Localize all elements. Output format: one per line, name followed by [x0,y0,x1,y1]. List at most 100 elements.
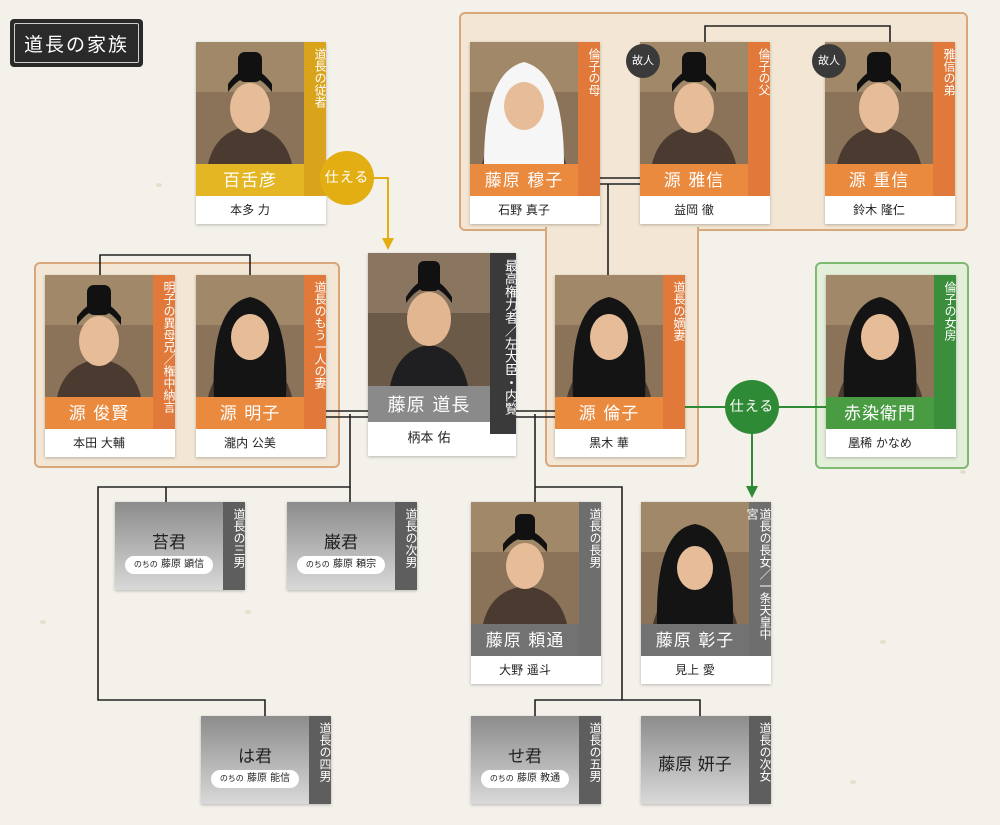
masanobu-role: 倫子の父 [748,42,771,196]
paper-fleck [880,640,886,644]
masanobu-nameband: 源 雅信 [640,164,748,196]
rinshi-actor: 黒木 華 [555,429,663,457]
paper-fleck [960,470,966,474]
shoshi-role: 道長の長女／一条天皇中宮 [745,502,772,656]
card-akazome[interactable]: 倫子の女房赤染衛門凰稀 かなめ [826,275,957,457]
yorimichi-actor: 大野 遥斗 [471,656,579,684]
card-iwagimi[interactable]: 巌君のちの 藤原 頼宗 道長の次男 [287,502,418,590]
akazome-nameband: 赤染衛門 [826,397,934,429]
michinaga-portrait [368,253,490,386]
michinaga-name: 藤原 道長 [387,395,471,416]
paper-fleck [156,183,162,187]
shigenobu-role: 雅信の弟 [933,42,956,196]
kenshi-name: 藤原 妍子 [658,755,732,775]
yorimichi-portrait [471,502,579,624]
rinshi-portrait [555,275,663,397]
card-akiko[interactable]: 道長のもう一人の妻源 明子瀧内 公美 [196,275,327,457]
kenshi-body: 藤原 妍子 [641,716,749,804]
toshikata-portrait [45,275,153,397]
card-rinshi[interactable]: 道長の嫡妻源 倫子黒木 華 [555,275,686,457]
iwagimi-role: 道長の次男 [395,502,418,590]
hagimi-later-name: のちの 藤原 能信 [211,770,299,788]
masanobu-name: 源 雅信 [663,171,725,191]
toshikata-nameband: 源 俊賢 [45,397,153,429]
card-segimi[interactable]: せ君のちの 藤原 教通道長の五男 [471,716,602,804]
deceased-badge-masanobu: 故人 [626,44,660,78]
paper-fleck [245,610,251,614]
card-bokushi[interactable]: 倫子の母藤原 穆子石野 真子 [470,42,601,224]
tomagimi-later-prefix: のちの [133,560,158,569]
card-shoshi[interactable]: 道長の長女／一条天皇中宮藤原 彰子見上 愛 [641,502,772,684]
bokushi-role: 倫子の母 [578,42,601,196]
card-hagimi[interactable]: は君のちの 藤原 能信道長の四男 [201,716,332,804]
michinaga-role: 最高権力者／左大臣・内覧 [490,253,517,434]
yorimichi-name: 藤原 頼通 [485,631,565,651]
segimi-later-name: のちの 藤原 教通 [481,770,569,788]
akiko-nameband: 源 明子 [196,397,304,429]
iwagimi-name: 巌君 [324,533,358,553]
segimi-body: せ君のちの 藤原 教通 [471,716,579,804]
toshikata-role: 明子の異母兄／権中納言 [153,275,176,429]
rinshi-role: 道長の嫡妻 [663,275,686,429]
tomagimi-role: 道長の三男 [223,502,246,590]
akiko-actor: 瀧内 公美 [196,429,304,457]
iwagimi-later-prefix: のちの [305,560,330,569]
bokushi-name: 藤原 穆子 [484,171,564,191]
michinaga-actor: 柄本 佑 [368,422,490,456]
yorimichi-role: 道長の長男 [579,502,602,656]
masanobu-actor: 益岡 徹 [640,196,748,224]
tomagimi-later-value: 藤原 顕信 [161,559,205,570]
akiko-name: 源 明子 [219,404,281,424]
shoshi-actor: 見上 愛 [641,656,749,684]
card-masanobu[interactable]: 倫子の父源 雅信益岡 徹 [640,42,771,224]
akazome-name: 赤染衛門 [844,404,916,424]
akazome-role: 倫子の女房 [934,275,957,429]
segimi-name: せ君 [508,747,542,767]
momozuhiko-role: 道長の従者 [304,42,327,196]
rinshi-name: 源 倫子 [578,404,640,424]
serve-badge-momozuhiko: 仕える [320,151,374,205]
serve-badge-akazome: 仕える [725,380,779,434]
akazome-actor: 凰稀 かなめ [826,429,934,457]
rinshi-nameband: 源 倫子 [555,397,663,429]
toshikata-actor: 本田 大輔 [45,429,153,457]
card-yorimichi[interactable]: 道長の長男藤原 頼通大野 遥斗 [471,502,602,684]
paper-fleck [850,780,856,784]
iwagimi-later-value: 藤原 頼宗 [333,559,377,570]
segimi-later-prefix: のちの [489,774,514,783]
bokushi-portrait [470,42,578,164]
hagimi-body: は君のちの 藤原 能信 [201,716,309,804]
momozuhiko-actor: 本多 力 [196,196,304,224]
shigenobu-nameband: 源 重信 [825,164,933,196]
card-shigenobu[interactable]: 雅信の弟源 重信鈴木 隆仁 [825,42,956,224]
card-toshikata[interactable]: 明子の異母兄／権中納言源 俊賢本田 大輔 [45,275,176,457]
card-tomagimi[interactable]: 苔君のちの 藤原 顕信道長の三男 [115,502,246,590]
hagimi-later-value: 藤原 能信 [247,773,291,784]
akazome-portrait [826,275,934,397]
kenshi-role: 道長の次女 [749,716,772,804]
momozuhiko-nameband: 百舌彦 [196,164,304,196]
card-kenshi[interactable]: 藤原 妍子道長の次女 [641,716,772,804]
shigenobu-actor: 鈴木 隆仁 [825,196,933,224]
momozuhiko-portrait [196,42,304,164]
segimi-role: 道長の五男 [579,716,602,804]
shoshi-portrait [641,502,749,624]
hagimi-name: は君 [238,747,272,767]
shoshi-nameband: 藤原 彰子 [641,624,749,656]
toshikata-name: 源 俊賢 [68,404,130,424]
momozuhiko-name: 百舌彦 [223,171,277,191]
akiko-role: 道長のもう一人の妻 [304,275,327,429]
tomagimi-body: 苔君のちの 藤原 顕信 [115,502,223,590]
akiko-portrait [196,275,304,397]
hagimi-later-prefix: のちの [219,774,244,783]
tomagimi-name: 苔君 [152,533,186,553]
shigenobu-name: 源 重信 [848,171,910,191]
card-michinaga[interactable]: 最高権力者／左大臣・内覧 藤原 道長 柄本 佑 [368,253,517,456]
michinaga-nameband: 藤原 道長 [368,386,490,422]
page-title: 道長の家族 [23,33,129,56]
deceased-badge-shigenobu: 故人 [812,44,846,78]
shoshi-name: 藤原 彰子 [655,631,735,651]
tomagimi-later-name: のちの 藤原 顕信 [125,556,213,574]
card-momozuhiko[interactable]: 道長の従者百舌彦本多 力 [196,42,327,224]
segimi-later-value: 藤原 教通 [517,773,561,784]
